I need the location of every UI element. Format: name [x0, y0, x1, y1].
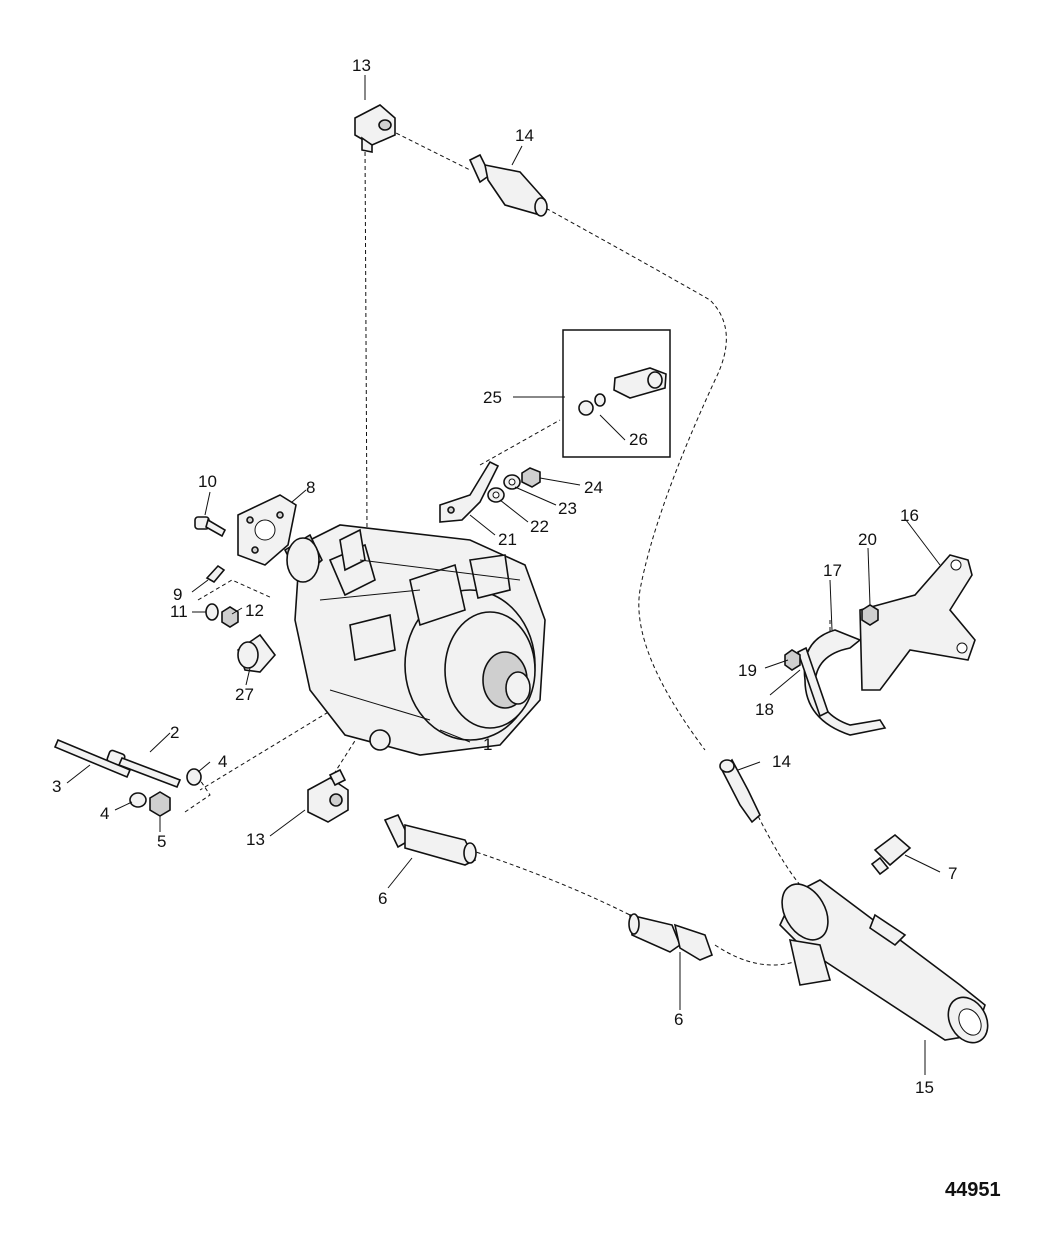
washer-22	[487, 487, 505, 503]
nut-24	[521, 467, 541, 488]
washer-23	[503, 474, 521, 490]
hose-fitting-upper	[468, 153, 548, 217]
hose-fitting-6-lower	[628, 913, 714, 961]
sleeve-27	[237, 633, 277, 673]
sensor-7	[870, 833, 912, 876]
mounting-bracket-21	[439, 460, 500, 523]
callout-3: 3	[52, 777, 61, 796]
callout-6-upper: 6	[378, 889, 387, 908]
callout-15: 15	[915, 1078, 934, 1097]
callout-13-lower: 13	[246, 830, 265, 849]
stud-group-bracket	[184, 779, 211, 813]
leader-lines	[66, 75, 941, 1075]
callout-6-lower: 6	[674, 1010, 683, 1029]
callout-4-right: 4	[218, 752, 227, 771]
callout-1: 1	[483, 735, 492, 754]
callout-9: 9	[173, 585, 182, 604]
nut-19	[784, 649, 801, 671]
callout-23: 23	[558, 499, 577, 518]
flange-8	[237, 494, 297, 566]
callout-4-left: 4	[100, 804, 109, 823]
callout-7: 7	[948, 864, 957, 883]
hose-fitting-lower	[719, 758, 761, 824]
washer-4-left	[129, 792, 147, 808]
screw-9	[205, 564, 226, 584]
callout-17: 17	[823, 561, 842, 580]
nut-5	[149, 791, 171, 817]
callout-22: 22	[530, 517, 549, 536]
callout-25: 25	[483, 388, 502, 407]
hose-fitting-6-upper	[383, 813, 477, 866]
callout-14: 14	[515, 126, 534, 145]
figure-number: 44951	[945, 1179, 1001, 1201]
callout-10: 10	[198, 472, 217, 491]
fastener-group-bracket	[197, 579, 273, 601]
callout-5: 5	[157, 832, 166, 851]
callout-labels: 13 14 25 26 24 23 22 21 16 20 17 19 18 8…	[52, 56, 957, 1097]
nut-12	[221, 606, 239, 628]
callout-26: 26	[629, 430, 648, 449]
elbow-fitting-lower	[307, 768, 349, 823]
screw-18	[797, 646, 829, 718]
nut-20	[861, 604, 879, 626]
stud-3	[53, 738, 132, 779]
transmission-housing	[283, 524, 546, 756]
callout-16: 16	[900, 506, 919, 525]
callout-13: 13	[352, 56, 371, 75]
bolt-10	[194, 516, 227, 538]
callout-8: 8	[306, 478, 315, 497]
callout-18: 18	[755, 700, 774, 719]
washer-11	[205, 603, 219, 621]
callout-2: 2	[170, 723, 179, 742]
inset-detail-box	[562, 329, 671, 458]
callout-24: 24	[584, 478, 603, 497]
callout-21: 21	[498, 530, 517, 549]
callout-20: 20	[858, 530, 877, 549]
elbow-fitting-upper	[354, 104, 396, 153]
mounting-bracket-16	[859, 554, 976, 691]
callout-12: 12	[245, 601, 264, 620]
oil-cooler-15	[779, 879, 989, 1044]
callout-27: 27	[235, 685, 254, 704]
callout-19: 19	[738, 661, 757, 680]
washer-4-right	[186, 768, 202, 786]
callout-11: 11	[170, 602, 188, 621]
callout-14-lower: 14	[772, 752, 791, 771]
